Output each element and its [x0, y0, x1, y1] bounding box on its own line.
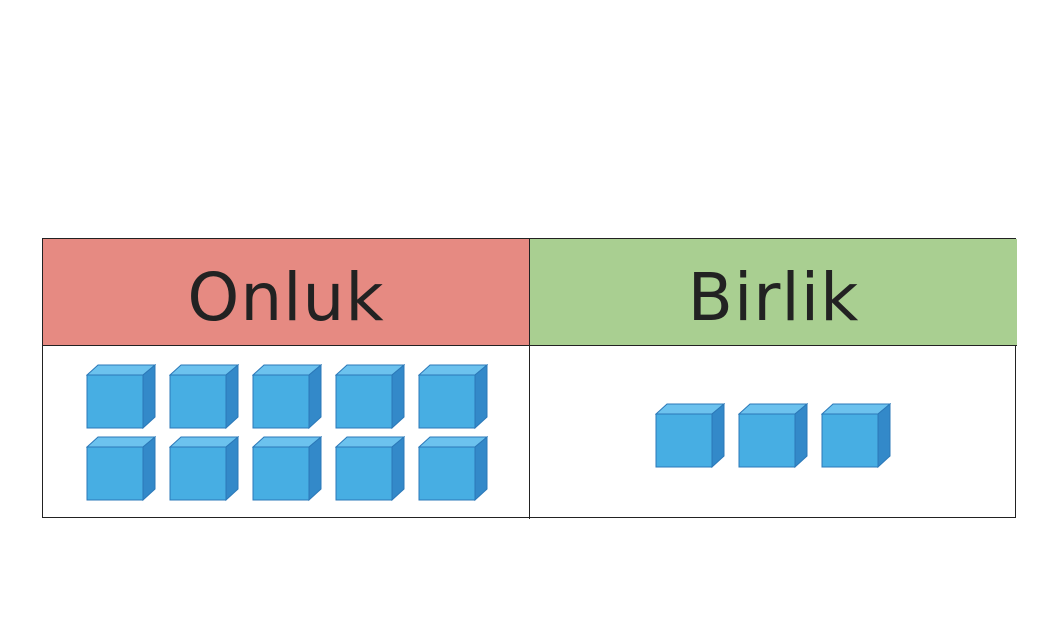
place-value-table: Onluk Birlik — [42, 238, 1017, 519]
unit-cube-icon — [821, 403, 891, 469]
unit-cube-icon — [169, 436, 239, 502]
header-onluk: Onluk — [43, 239, 530, 346]
unit-cube-icon — [86, 436, 156, 502]
unit-cube-icon — [252, 436, 322, 502]
unit-cube-icon — [738, 403, 808, 469]
unit-cube-icon — [418, 436, 488, 502]
header-onluk-label: Onluk — [187, 258, 385, 336]
unit-cube-icon — [335, 364, 405, 430]
unit-cube-icon — [252, 364, 322, 430]
birlik-cell — [530, 346, 1017, 519]
onluk-cell — [43, 346, 530, 519]
unit-cube-icon — [86, 364, 156, 430]
unit-cube-icon — [169, 364, 239, 430]
unit-cube-icon — [418, 364, 488, 430]
unit-cube-icon — [655, 403, 725, 469]
header-birlik-label: Birlik — [687, 258, 860, 336]
unit-cube-icon — [335, 436, 405, 502]
header-birlik: Birlik — [530, 239, 1017, 346]
